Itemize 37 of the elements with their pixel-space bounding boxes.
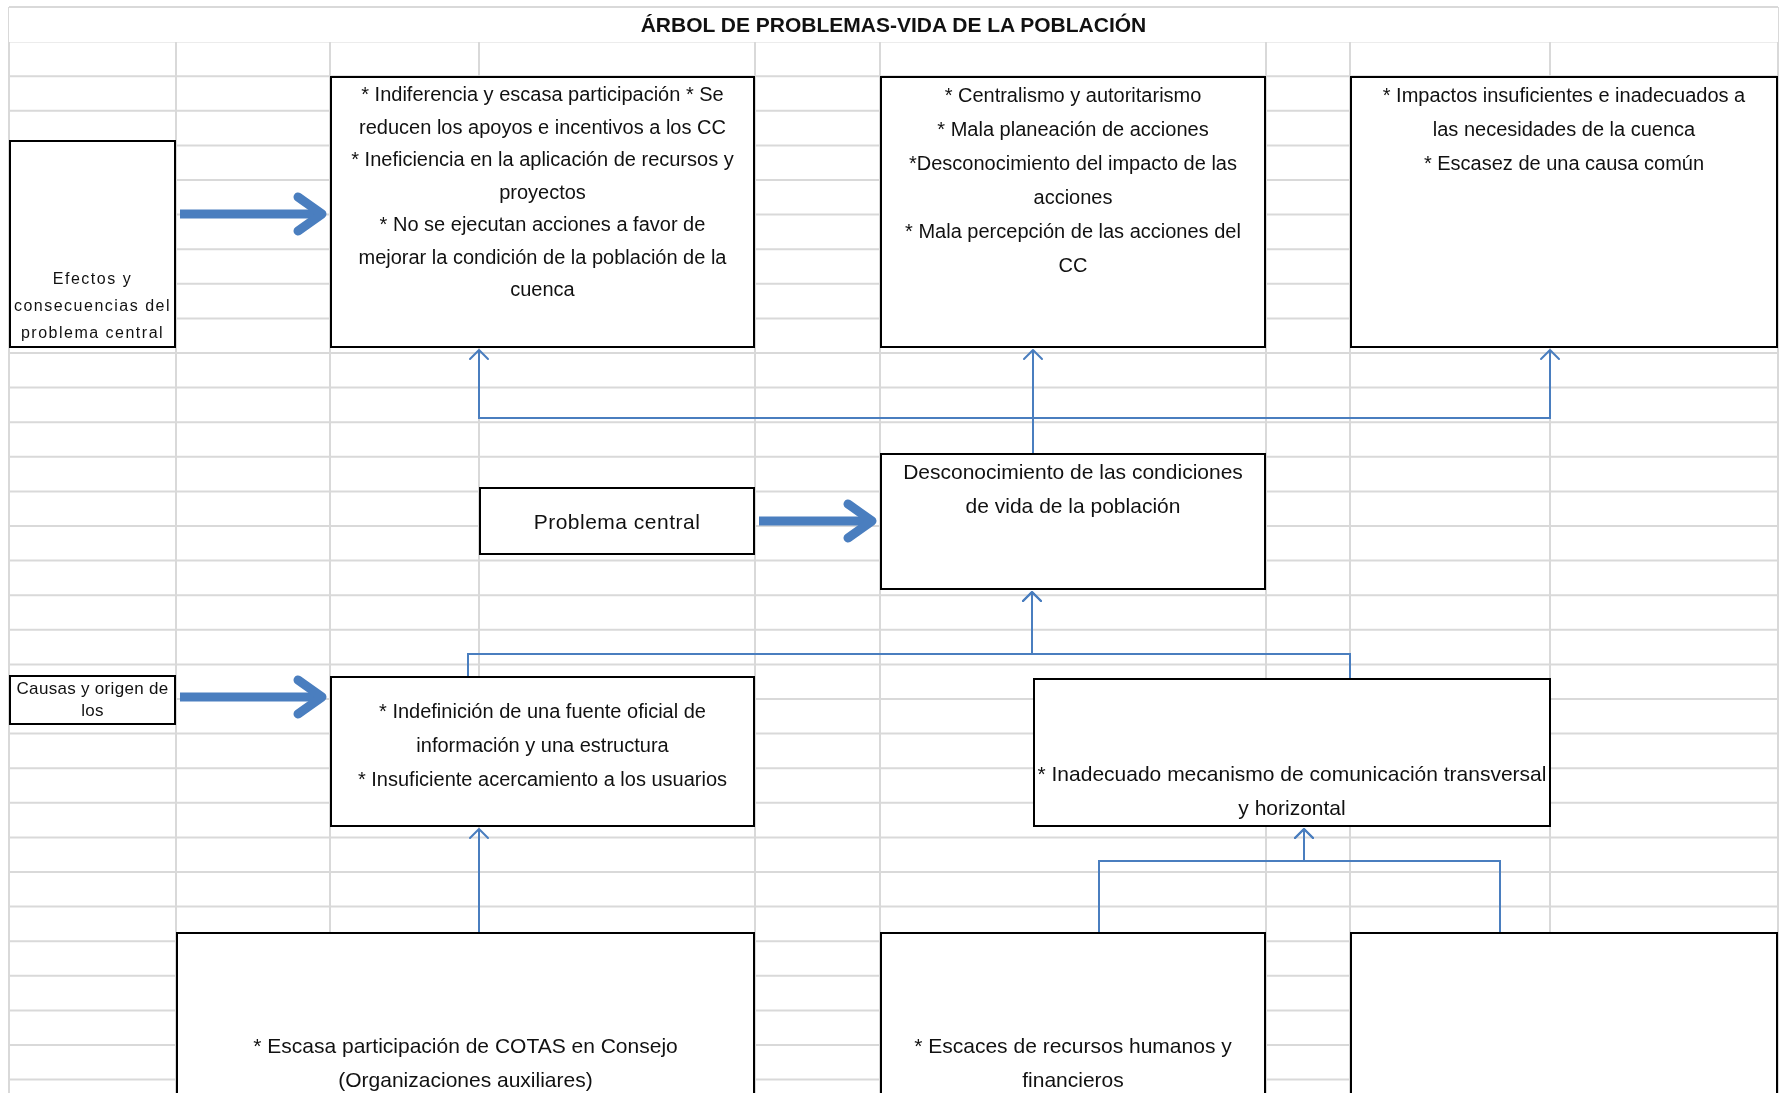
block-arrow xyxy=(759,499,877,543)
text-box xyxy=(880,76,1266,348)
connector-arrow xyxy=(1294,828,1501,933)
node-text: * Indefinición de una fuente oficial de información y una estructura xyxy=(378,699,707,758)
node-text: * Escaces de recursos humanos y financieros xyxy=(913,1033,1233,1093)
node-text: Causas y origen de los xyxy=(15,678,170,722)
node-text: * No se ejecutan acciones a favor de mejorar la condición de la población de la cuenca xyxy=(357,212,728,302)
node-text: * Escasa participación de COTAS en Consejo (Organizaciones auxiliares) xyxy=(252,1033,679,1093)
node-text: * Inadecuado mecanismo de comunicación transversal y horizontal xyxy=(1036,761,1548,821)
text-box xyxy=(176,932,755,1093)
node-text: *Desconocimiento del impacto de las acciones xyxy=(908,151,1238,210)
text-box xyxy=(9,675,176,725)
empty-box xyxy=(1350,932,1778,1093)
node-text: * Ineficiencia en la aplicación de recursos y proyectos xyxy=(350,147,735,205)
diagram-title: ÁRBOL DE PROBLEMAS-VIDA DE LA POBLACIÓN xyxy=(640,12,1147,38)
text-box xyxy=(1033,678,1551,827)
text-box xyxy=(330,676,755,827)
node-text: * Mala planeación de acciones xyxy=(937,117,1209,142)
node-text: * Mala percepción de las acciones del CC xyxy=(904,219,1242,278)
node-text: * Impactos insuficientes e inadecuados a las necesidades de la cuenca xyxy=(1381,83,1747,142)
text-box xyxy=(1350,76,1778,348)
text-box xyxy=(9,140,176,348)
node-text: * Centralismo y autoritarismo xyxy=(944,83,1202,108)
block-arrow xyxy=(180,192,327,236)
node-text: * Insuficiente acercamiento a los usuarios xyxy=(357,767,728,792)
connector-arrow xyxy=(469,828,489,933)
connector-arrow xyxy=(1022,591,1351,679)
text-box xyxy=(880,453,1266,590)
text-box xyxy=(479,487,755,555)
node-text: Problema central xyxy=(533,508,701,535)
node-text: Desconocimiento de las condiciones de vida de la población xyxy=(902,459,1244,519)
text-box xyxy=(330,76,755,348)
node-text: * Escasez de una causa común xyxy=(1423,151,1705,176)
node-text: * Indiferencia y escasa participación * Se reducen los apoyos e incentivos a los CC xyxy=(358,82,727,140)
node-text: Efectos y consecuencias del problema central xyxy=(12,269,173,343)
text-box xyxy=(880,932,1266,1093)
block-arrow xyxy=(180,675,327,719)
